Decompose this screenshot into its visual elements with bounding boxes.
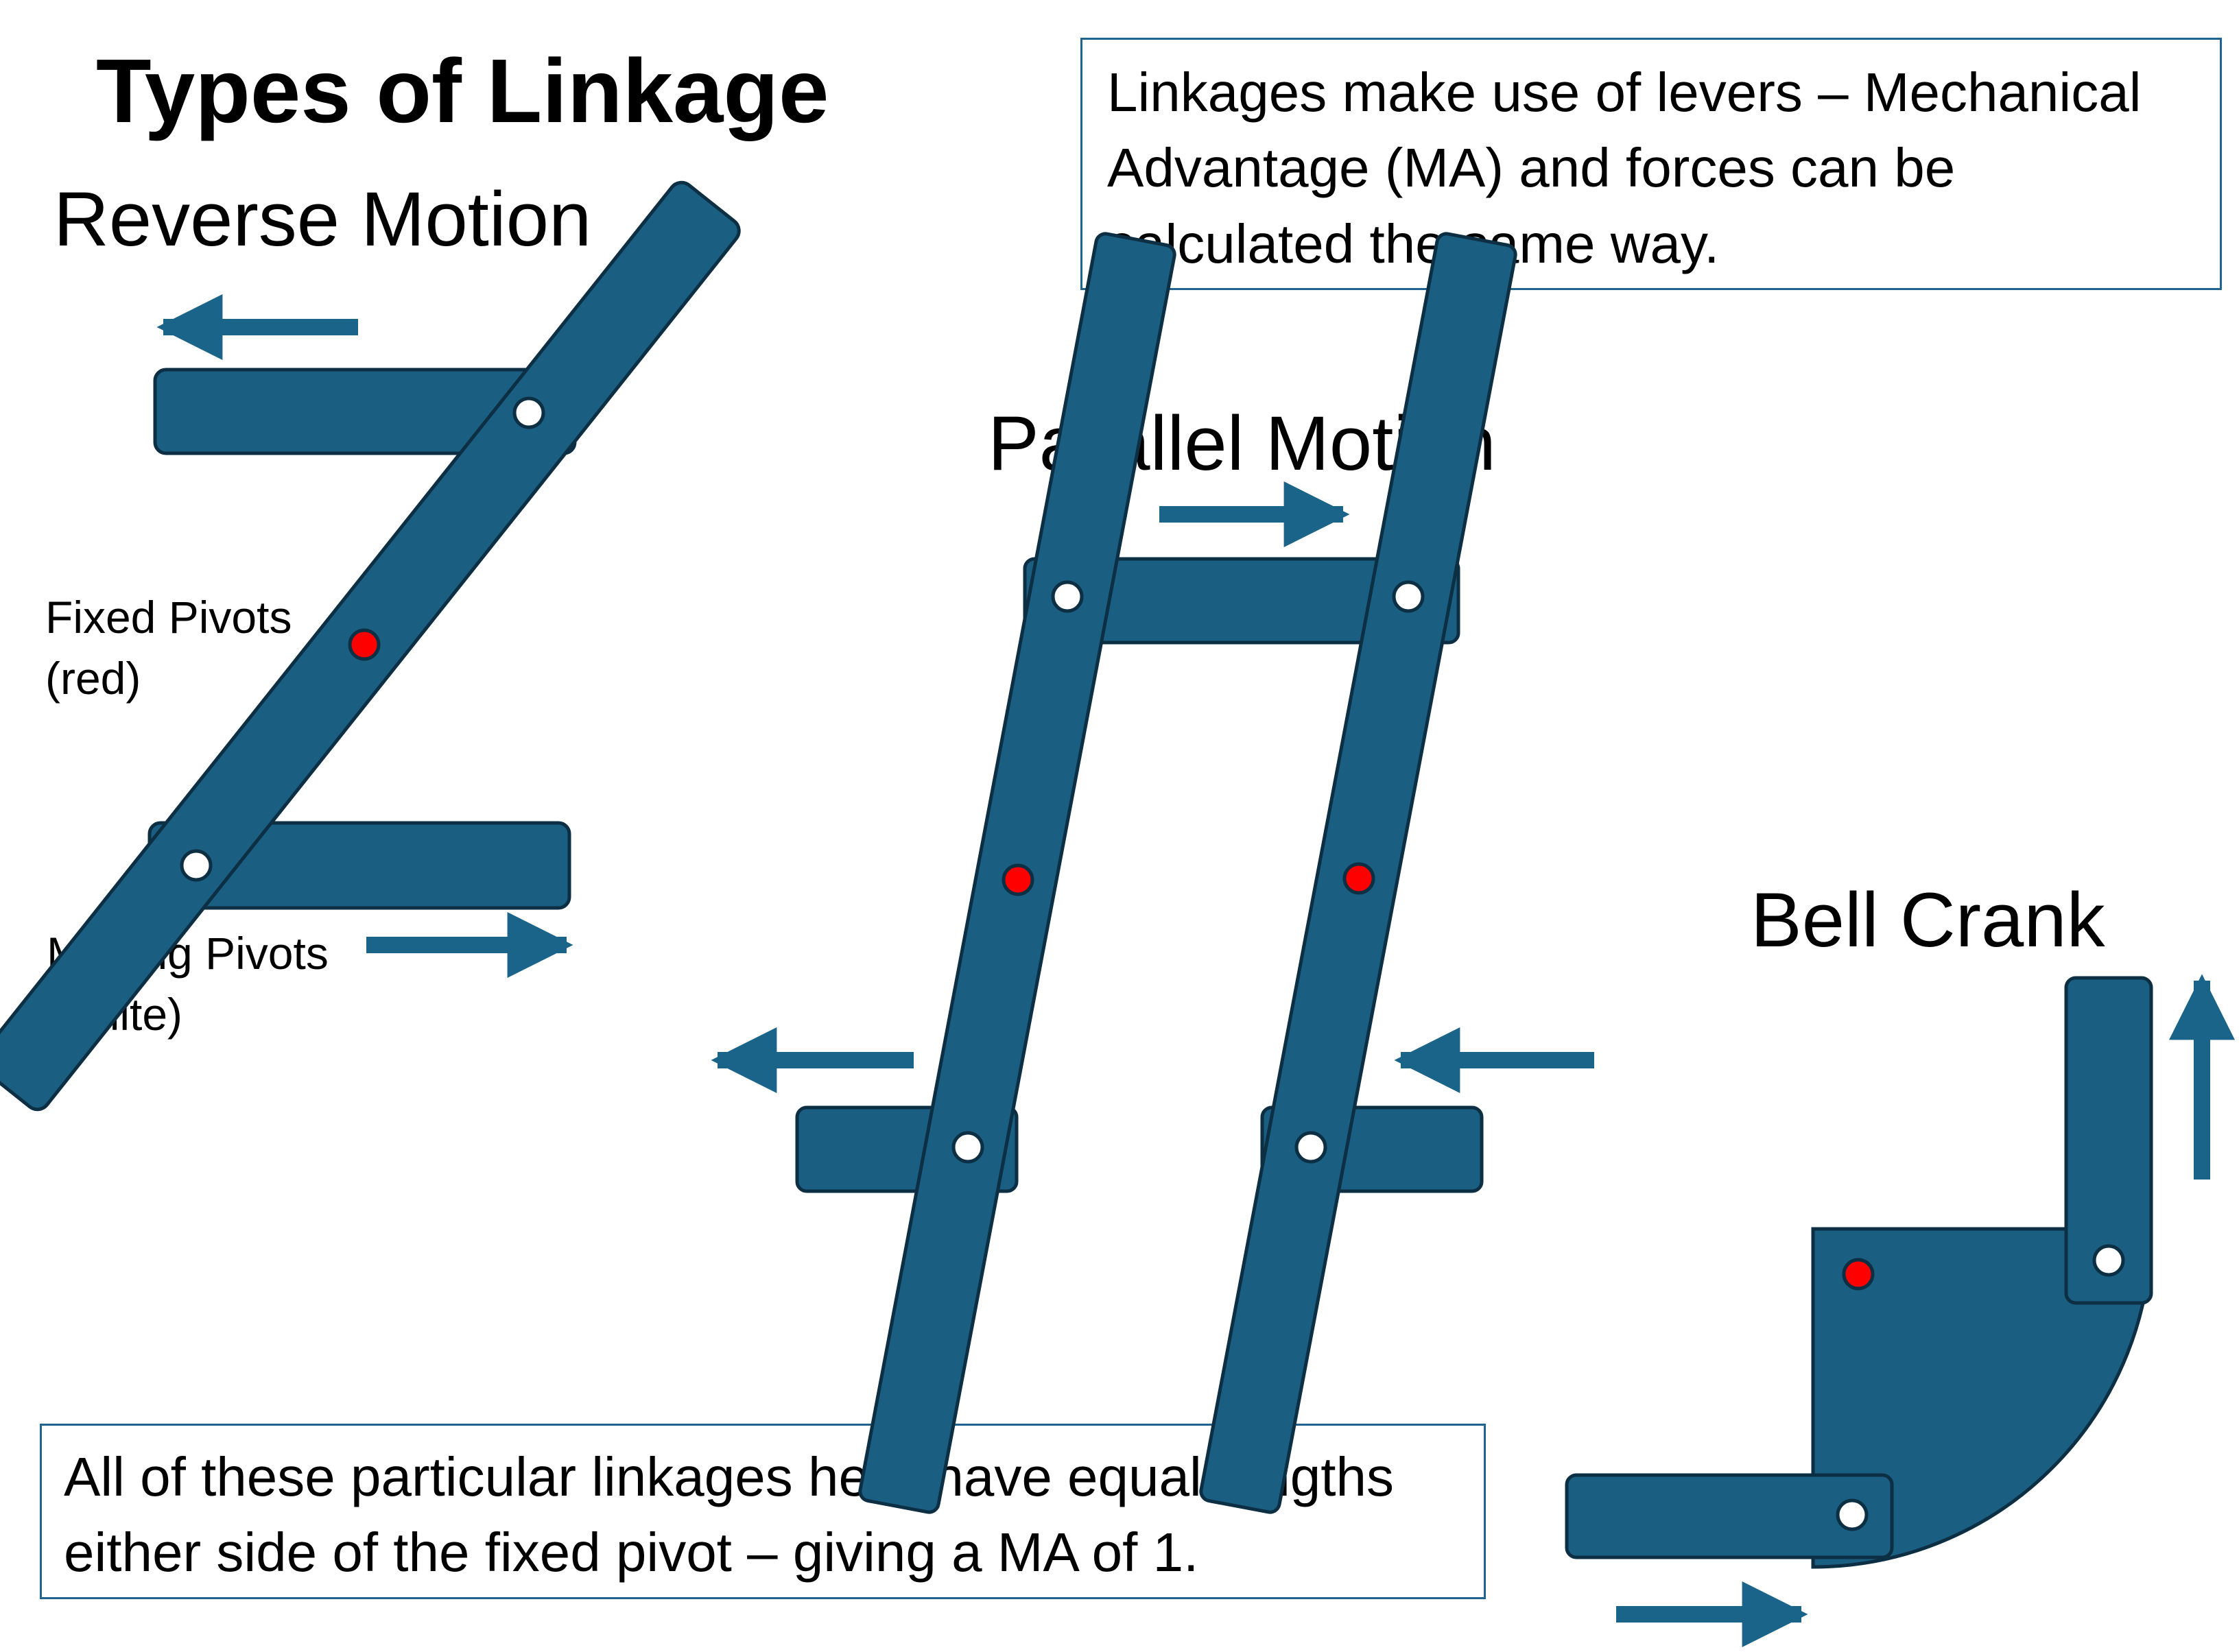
info-box: Linkages make use of levers – Mechanical…	[1080, 38, 2222, 290]
fixed-pivot	[348, 628, 381, 661]
bell-crank-horizontal-arm	[1565, 1473, 1894, 1559]
fixed-pivots-label: Fixed Pivots (red)	[45, 587, 292, 709]
moving-pivot	[180, 849, 213, 882]
info-box-line: Advantage (MA) and forces can be	[1107, 137, 1956, 199]
fixed-pivot	[1002, 863, 1034, 896]
info-box-line: Linkages make use of levers – Mechanical	[1107, 62, 2142, 123]
moving-pivot	[1392, 580, 1425, 613]
reverse-motion-heading: Reverse Motion	[54, 176, 592, 262]
fixed-pivots-label-line1: Fixed Pivots	[45, 592, 292, 643]
moving-pivot	[1051, 580, 1084, 613]
moving-pivot	[512, 396, 545, 429]
bell-crank-vertical-arm	[2064, 976, 2153, 1305]
moving-pivot	[2092, 1244, 2125, 1277]
moving-pivot	[951, 1131, 984, 1164]
parallel-top-bar	[1023, 557, 1460, 645]
note-box-line: All of these particular linkages here ha…	[64, 1446, 1394, 1507]
parallel-motion-linkage	[795, 232, 1517, 1514]
fixed-pivot	[1842, 1258, 1875, 1291]
moving-pivot	[1294, 1131, 1327, 1164]
info-box-line: calculated the same way.	[1107, 213, 1720, 274]
fixed-pivots-label-line2: (red)	[45, 653, 141, 704]
fixed-pivot	[1342, 862, 1375, 895]
bell-crank-heading: Bell Crank	[1751, 877, 2105, 963]
moving-pivot	[1836, 1498, 1869, 1531]
note-box-line: either side of the fixed pivot – giving …	[64, 1522, 1199, 1583]
bell-crank-linkage	[1565, 976, 2153, 1569]
page-title: Types of Linkage	[96, 40, 829, 141]
